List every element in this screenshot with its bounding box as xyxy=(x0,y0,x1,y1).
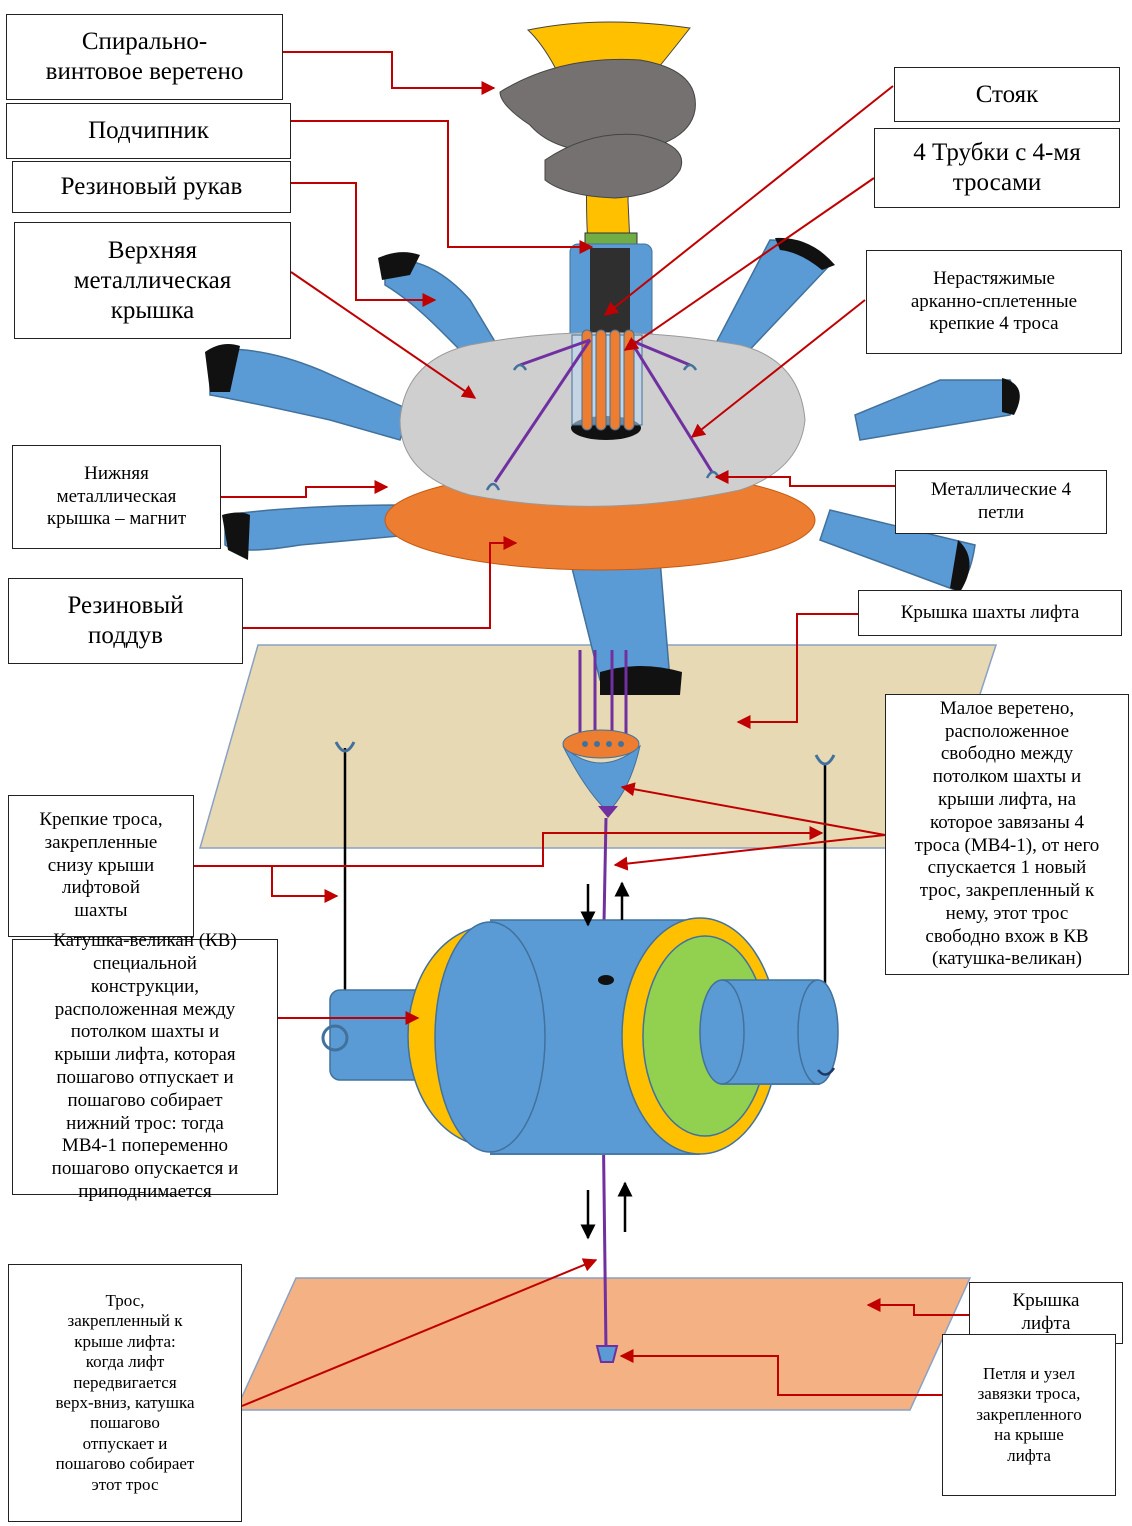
giant-coil xyxy=(323,918,838,1155)
label-loop-knot: Петля и узел завязки троса, закрепленног… xyxy=(942,1334,1116,1496)
label-rubber-inflation: Резиновый поддув xyxy=(8,578,243,664)
label-upper-metal-lid: Верхняя металлическая крышка xyxy=(14,222,291,339)
label-bearing: Подчипник xyxy=(6,103,291,159)
label-spiral-spindle: Спирально- винтовое веретено xyxy=(6,14,283,100)
label-small-spindle: Малое веретено, расположенное свободно м… xyxy=(885,694,1129,975)
label-giant-coil: Катушка-великан (КВ) специальной констру… xyxy=(12,939,278,1195)
elevator-cover-plane xyxy=(236,1278,970,1410)
label-rope-to-elevator: Трос, закрепленный к крыше лифта: когда … xyxy=(8,1264,242,1522)
label-riser: Стояк xyxy=(894,67,1120,122)
rope-knot xyxy=(597,1346,617,1362)
label-shaft-cover: Крышка шахты лифта xyxy=(858,590,1122,636)
label-metal-loops: Металлические 4 петли xyxy=(895,470,1107,534)
label-ropes: Нерастяжимые арканно-сплетенные крепкие … xyxy=(866,250,1122,354)
label-strong-ropes: Крепкие троса, закрепленные снизу крыши … xyxy=(8,795,194,937)
spiral-spindle xyxy=(500,22,695,245)
label-lower-lid-magnet: Нижняя металлическая крышка – магнит xyxy=(12,445,221,549)
label-tubes: 4 Трубки с 4-мя тросами xyxy=(874,128,1120,208)
label-rubber-sleeve: Резиновый рукав xyxy=(12,161,291,213)
